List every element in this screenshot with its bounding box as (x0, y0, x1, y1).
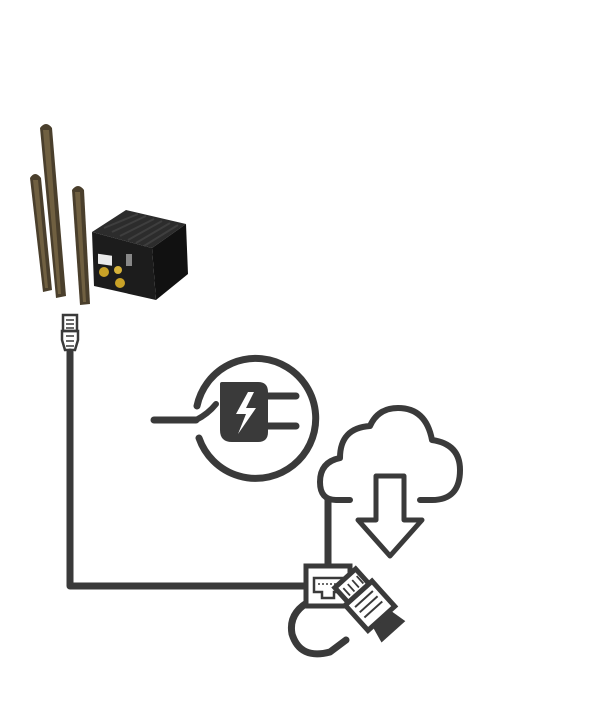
download-arrow-icon (355, 473, 425, 559)
sma-connector-mid (114, 266, 122, 274)
rj45-plug-bottom-icon (331, 565, 406, 643)
sma-connector-right (115, 278, 125, 288)
router-body (92, 210, 188, 300)
cables (66, 348, 350, 658)
logo-label (98, 253, 112, 266)
cloud-download-icon (317, 405, 463, 559)
antenna-center (40, 124, 66, 298)
antenna-right (72, 186, 90, 305)
power-plug-icon (193, 354, 320, 482)
power-ring (193, 354, 320, 482)
sma-connector-left (99, 267, 109, 277)
lightning-icon (236, 392, 256, 434)
rj45-plug-top-icon (60, 313, 80, 352)
cable-port-to-plug (287, 596, 350, 658)
lte-router (30, 124, 188, 305)
sim-slot (126, 254, 132, 266)
cable-router-to-port (66, 348, 310, 590)
cloud-outline (317, 405, 463, 503)
antenna-left (30, 174, 52, 292)
